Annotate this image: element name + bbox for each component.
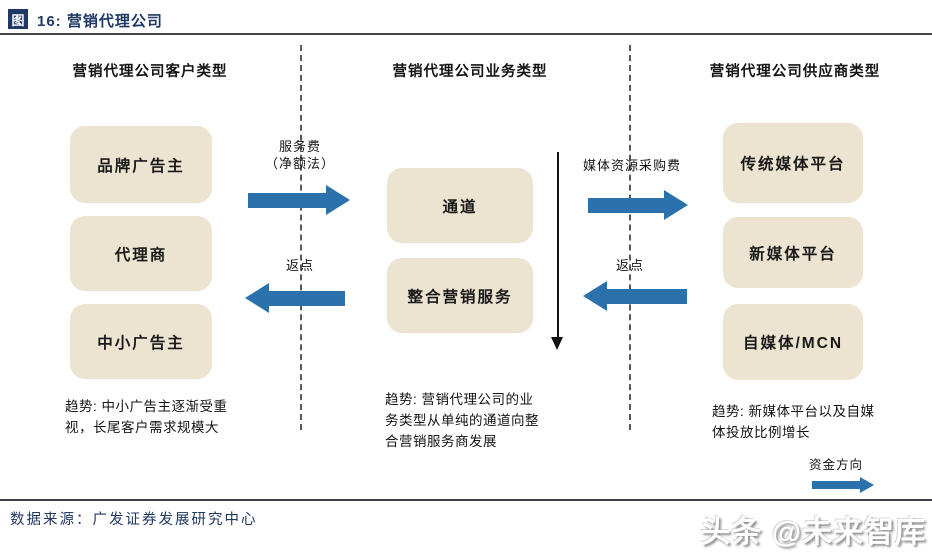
flow-label-service-fee: 服务费 （净额法）: [264, 139, 335, 171]
arrow-head: [245, 283, 269, 313]
trend-note-business: 趋势: 营销代理公司的业 务类型从单纯的通道向整 合营销服务商发展: [385, 392, 539, 449]
flow-label-rebate-right: 返点: [615, 258, 644, 273]
node-brand-advertisers: 品牌广告主: [70, 126, 212, 203]
bottom-divider: [0, 499, 932, 501]
data-source: 数据来源：广发证券发展研究中心: [10, 512, 258, 528]
fund-direction-arrow-icon: [812, 477, 874, 493]
arrow-head: [860, 477, 874, 493]
arrow-body: [812, 481, 860, 489]
arrow-body: [588, 197, 664, 213]
figure-title: 16: 营销代理公司: [37, 13, 163, 30]
dashed-divider-left: [300, 45, 302, 430]
arrow-head: [551, 337, 563, 350]
dashed-divider-right: [629, 45, 631, 430]
arrow-body: [269, 290, 345, 306]
column-header-suppliers: 营销代理公司供应商类型: [709, 64, 881, 80]
node-label: 整合营销服务: [407, 288, 513, 306]
left-arrow-icon: [245, 283, 345, 313]
watermark-logo: 头条 @未来智库: [700, 516, 926, 549]
arrow-line: [557, 152, 559, 338]
fund-direction-label: 资金方向: [808, 458, 863, 472]
node-label: 自媒体/MCN: [742, 335, 844, 352]
node-label: 品牌广告主: [97, 157, 185, 175]
node-self-media-mcn: 自媒体/MCN: [723, 304, 863, 380]
trend-note-customers: 趋势: 中小广告主逐渐受重 视，长尾客户需求规模大: [65, 399, 228, 435]
column-header-business: 营销代理公司业务类型: [392, 64, 548, 80]
node-label: 新媒体平台: [749, 245, 837, 263]
node-new-media: 新媒体平台: [723, 217, 863, 288]
node-sme-advertisers: 中小广告主: [70, 304, 212, 379]
node-channel: 通道: [387, 168, 533, 243]
node-traditional-media: 传统媒体平台: [723, 123, 863, 203]
node-integrated-marketing: 整合营销服务: [387, 258, 533, 333]
down-arrow-icon: [551, 152, 564, 350]
node-label: 传统媒体平台: [740, 156, 846, 173]
node-agents: 代理商: [70, 216, 212, 291]
arrow-head: [326, 185, 350, 215]
arrow-body: [607, 288, 687, 304]
flow-label-rebate-left: 返点: [285, 258, 314, 273]
node-label: 通道: [442, 198, 478, 216]
arrow-head: [583, 281, 607, 311]
right-arrow-icon: [588, 190, 688, 220]
title-divider: [0, 33, 932, 35]
column-header-customers: 营销代理公司客户类型: [72, 64, 228, 80]
right-arrow-icon: [248, 185, 350, 215]
left-arrow-icon: [583, 281, 687, 311]
flow-label-media-purchase-fee: 媒体资源采购费: [582, 158, 681, 173]
figure-marker-icon: 图: [8, 9, 28, 29]
node-label: 代理商: [114, 246, 168, 264]
arrow-body: [248, 192, 326, 208]
arrow-head: [664, 190, 688, 220]
node-label: 中小广告主: [97, 334, 185, 352]
trend-note-suppliers: 趋势: 新媒体平台以及自媒 体投放比例增长: [712, 404, 875, 440]
